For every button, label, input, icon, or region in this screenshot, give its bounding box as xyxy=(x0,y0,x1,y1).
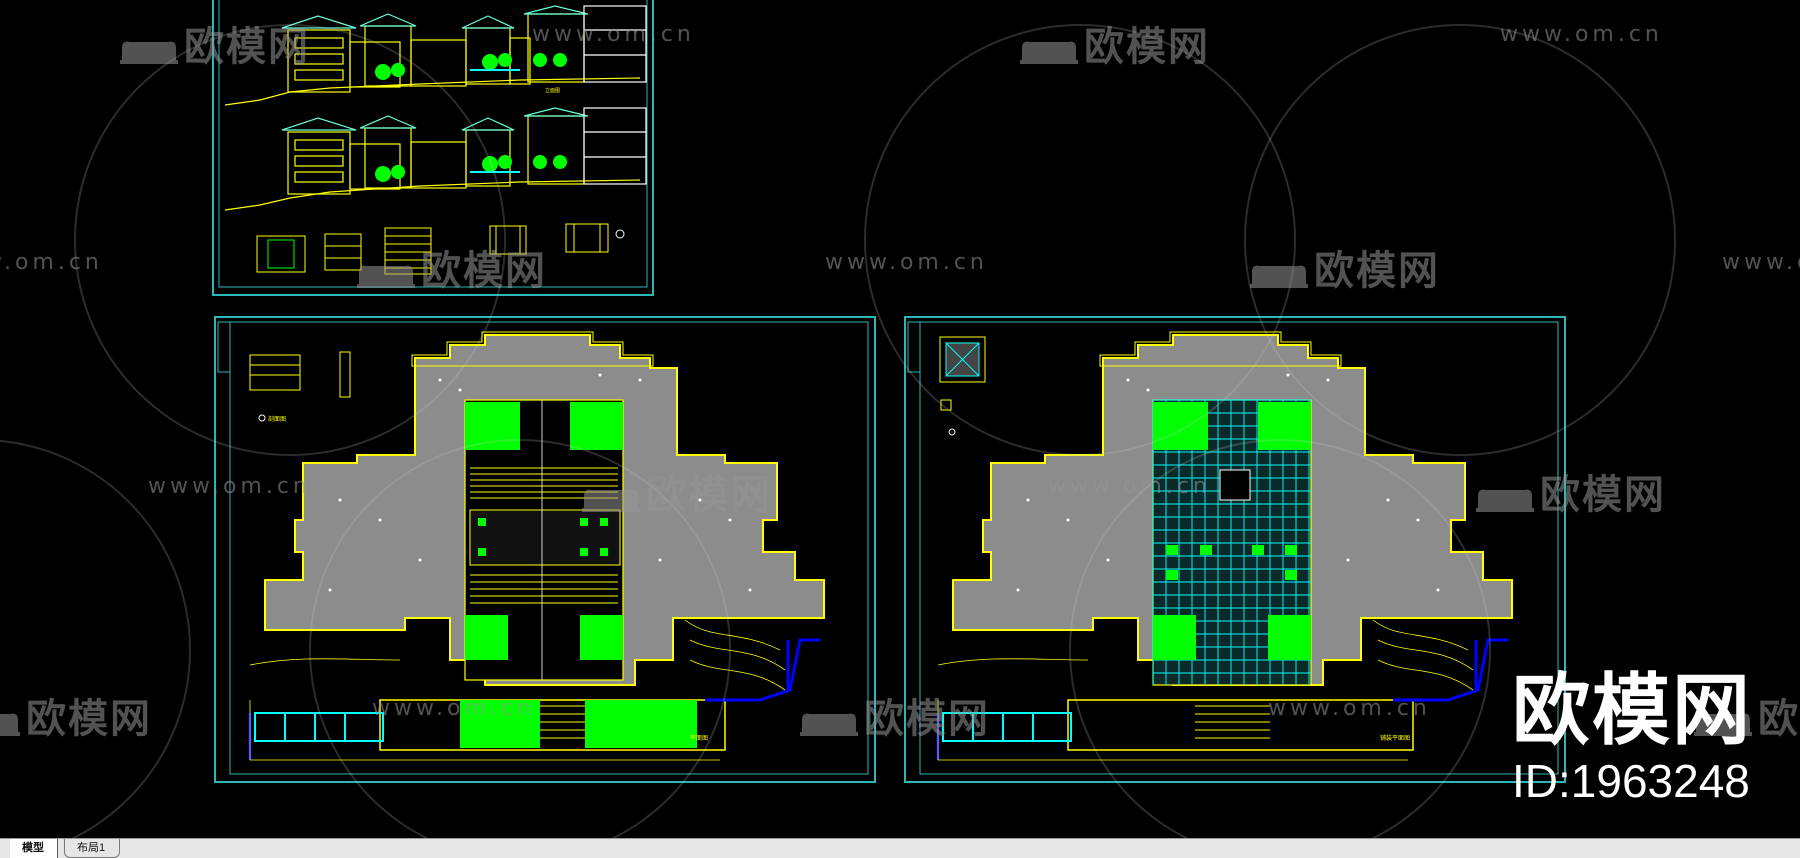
left-plan-sheet: 剖面图 平面图 xyxy=(214,316,876,783)
watermark-arcs xyxy=(0,24,1676,838)
cad-drawing[interactable]: 立面图 xyxy=(0,0,1800,838)
elevation-label-1: 立面图 xyxy=(545,87,560,94)
plan-title-left: 平面图 xyxy=(690,735,708,742)
detail-label-left: 剖面图 xyxy=(268,415,286,423)
brand-name: 欧模网 xyxy=(1512,666,1753,756)
tab-layout1[interactable]: 布局1 xyxy=(64,839,120,858)
drawing-canvas[interactable]: 立面图 xyxy=(0,0,1800,838)
right-plan-sheet: 铺装平面图 xyxy=(904,316,1566,783)
paving-detail xyxy=(939,336,986,436)
layout-tab-bar: 模型 布局1 xyxy=(0,838,1800,858)
model-id: ID:1963248 xyxy=(1512,755,1750,807)
elevation-sheet: 立面图 xyxy=(212,0,654,296)
plan-title-right: 铺装平面图 xyxy=(1380,734,1410,742)
tab-model[interactable]: 模型 xyxy=(10,839,58,858)
brand-stamp: 欧模网 ID:1963248 xyxy=(1512,672,1752,804)
